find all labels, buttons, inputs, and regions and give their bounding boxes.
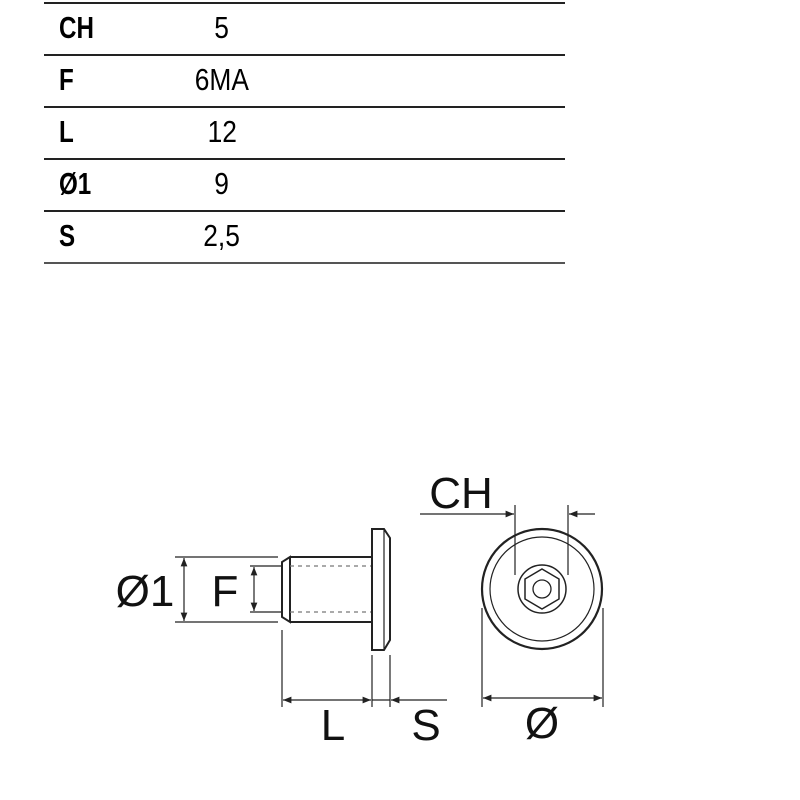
label-d: Ø [525,699,559,748]
row-value: 12 [207,114,237,149]
hex-socket-icon [524,568,560,610]
front-view [480,527,604,651]
dimension-lines [175,505,604,707]
label-d1: Ø1 [116,567,175,616]
row-value: 2,5 [203,218,241,253]
row-label: Ø1 [59,166,92,201]
label-f: F [212,567,239,616]
table-row: L 12 [44,106,565,158]
label-l: L [321,701,345,750]
row-label: F [59,62,74,97]
table-row: Ø1 9 [44,158,565,210]
row-label: CH [59,10,94,45]
row-value: 5 [214,10,230,45]
table-row: F 6MA [44,54,565,106]
side-view [281,528,391,651]
table-row: CH 5 [44,2,565,54]
table-row: S 2,5 [44,210,565,264]
label-s: S [411,701,440,750]
row-value: 9 [214,166,230,201]
label-ch: CH [429,469,493,518]
row-value: 6MA [194,62,250,97]
row-label: S [59,218,76,253]
row-label: L [59,114,74,149]
spec-table: CH 5 F 6MA L 12 Ø1 9 S 2,5 [44,2,565,264]
